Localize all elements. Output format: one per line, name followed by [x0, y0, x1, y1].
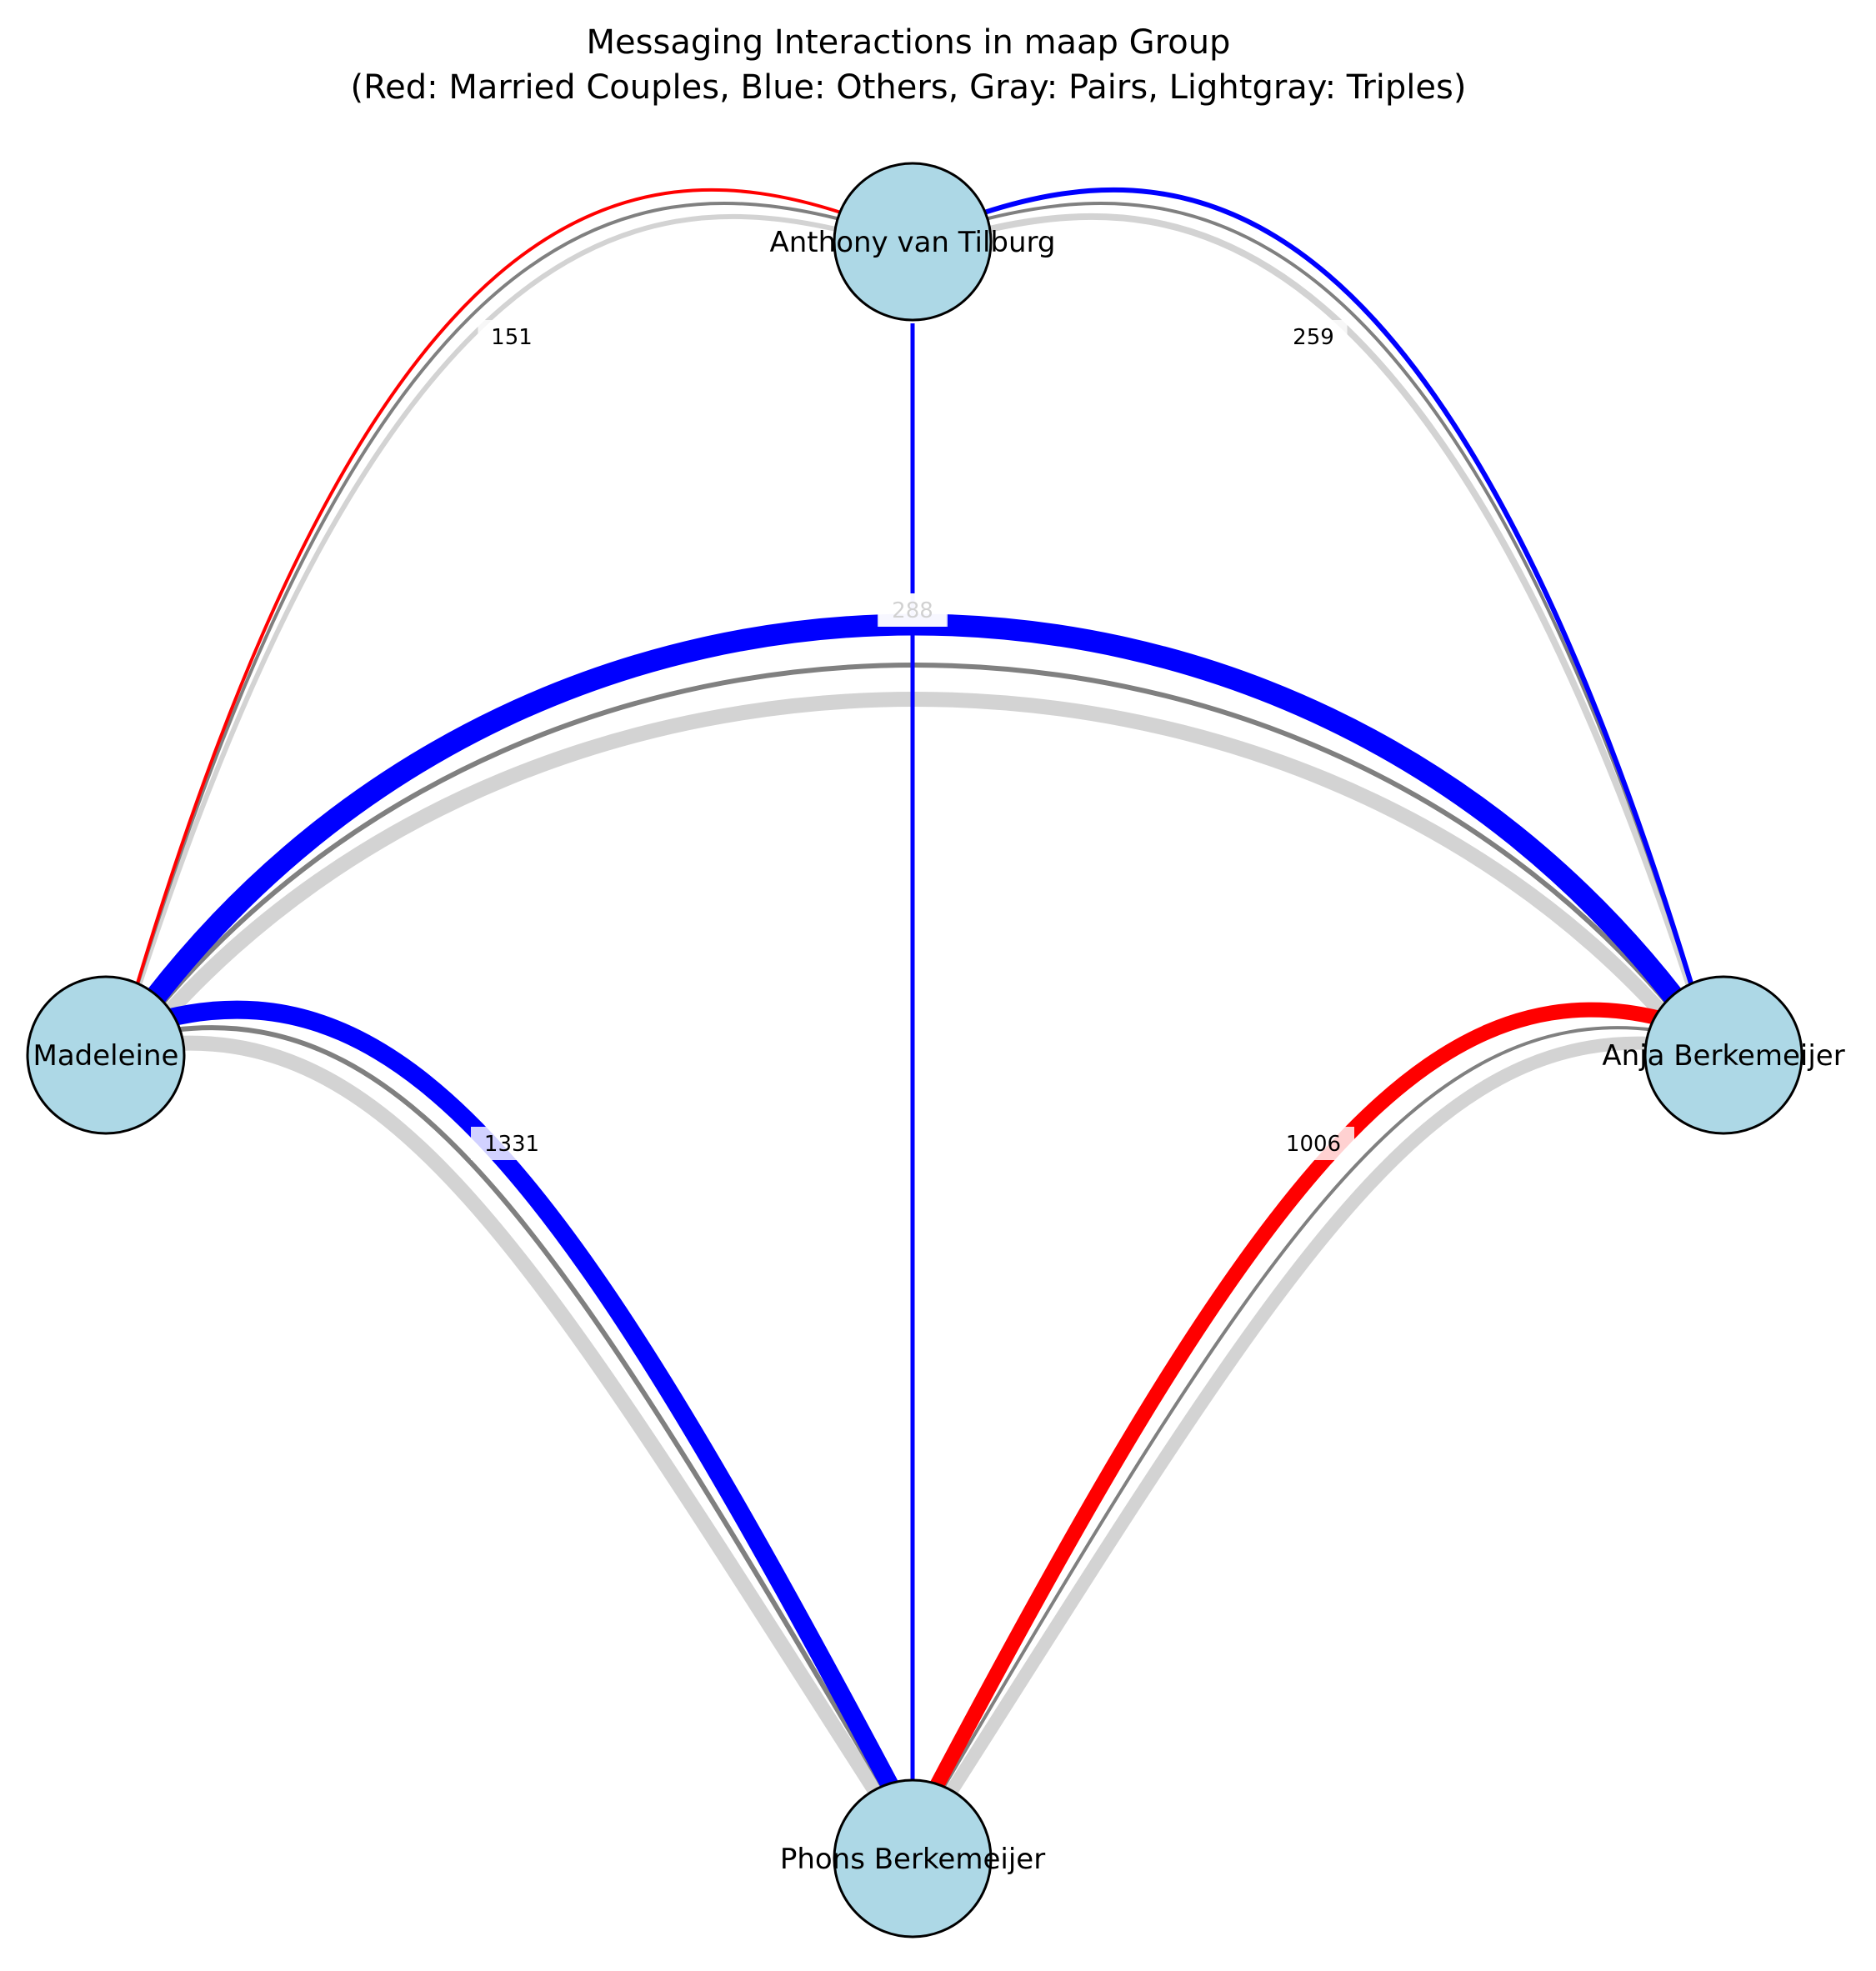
node-label: Madeleine — [33, 1039, 179, 1073]
node-anthony: Anthony van Tilburg — [770, 162, 1056, 322]
edge-label-box — [471, 1127, 553, 1160]
edge-triple-anthony-madeleine — [129, 213, 837, 1009]
node-label: Anthony van Tilburg — [770, 226, 1056, 259]
edge-label-text: 151 — [491, 325, 533, 350]
node-label: Phons Berkemeijer — [780, 1843, 1045, 1876]
node-circle — [1643, 975, 1803, 1135]
edge-label-anthony-anja: 259 — [1279, 320, 1348, 353]
edge-label-anthony-madeleine: 151 — [478, 320, 546, 353]
edge-label-box — [478, 320, 546, 353]
edge-pair-madeleine-anja — [154, 663, 1676, 1012]
node-circle — [26, 975, 186, 1135]
node-label: Anja Berkemeijer — [1602, 1039, 1844, 1073]
edge-label-text: 1331 — [484, 1132, 539, 1157]
chart-title-line-1: Messaging Interactions in maap Group — [586, 23, 1231, 62]
edges-layer — [129, 187, 1700, 1803]
edge-label-text: 1006 — [1286, 1132, 1341, 1157]
node-circle — [833, 1778, 993, 1938]
edge-label-box — [1279, 320, 1348, 353]
edge-triple-anja-phons — [941, 1036, 1653, 1803]
edge-pair-anthony-anja — [988, 201, 1697, 999]
edge-triple-anthony-anja — [988, 213, 1700, 1010]
edge-label-madeleine-anja — [878, 593, 948, 627]
node-phons: Phons Berkemeijer — [780, 1778, 1045, 1938]
edge-main-anthony-anja — [981, 187, 1694, 987]
chart-title: Messaging Interactions in maap Group (Re… — [0, 20, 1817, 110]
edge-label-box — [878, 593, 948, 627]
edge-main-madeleine-phons — [164, 1000, 902, 1797]
edge-triple-madeleine-anja — [154, 692, 1676, 1027]
edge-labels-layer: 15125928813311006 — [471, 320, 1354, 1160]
edge-label-text: 259 — [1293, 325, 1334, 350]
node-anja: Anja Berkemeijer — [1602, 975, 1845, 1135]
node-circle — [833, 162, 993, 322]
edge-main-anja-phons — [927, 1002, 1663, 1796]
edge-triple-madeleine-phons — [176, 1035, 887, 1803]
edge-main-anthony-madeleine — [135, 188, 844, 987]
edge-pair-madeleine-phons — [173, 1025, 889, 1795]
chart-title-line-2: (Red: Married Couples, Blue: Others, Gra… — [350, 68, 1467, 107]
edge-label-box — [1273, 1127, 1354, 1160]
edge-label-madeleine-phons: 1331 — [471, 1127, 553, 1160]
edge-label-anja-phons: 1006 — [1273, 1127, 1354, 1160]
edge-pair-anja-phons — [938, 1026, 1656, 1795]
node-madeleine: Madeleine — [26, 975, 186, 1135]
edge-pair-anthony-madeleine — [132, 201, 838, 999]
